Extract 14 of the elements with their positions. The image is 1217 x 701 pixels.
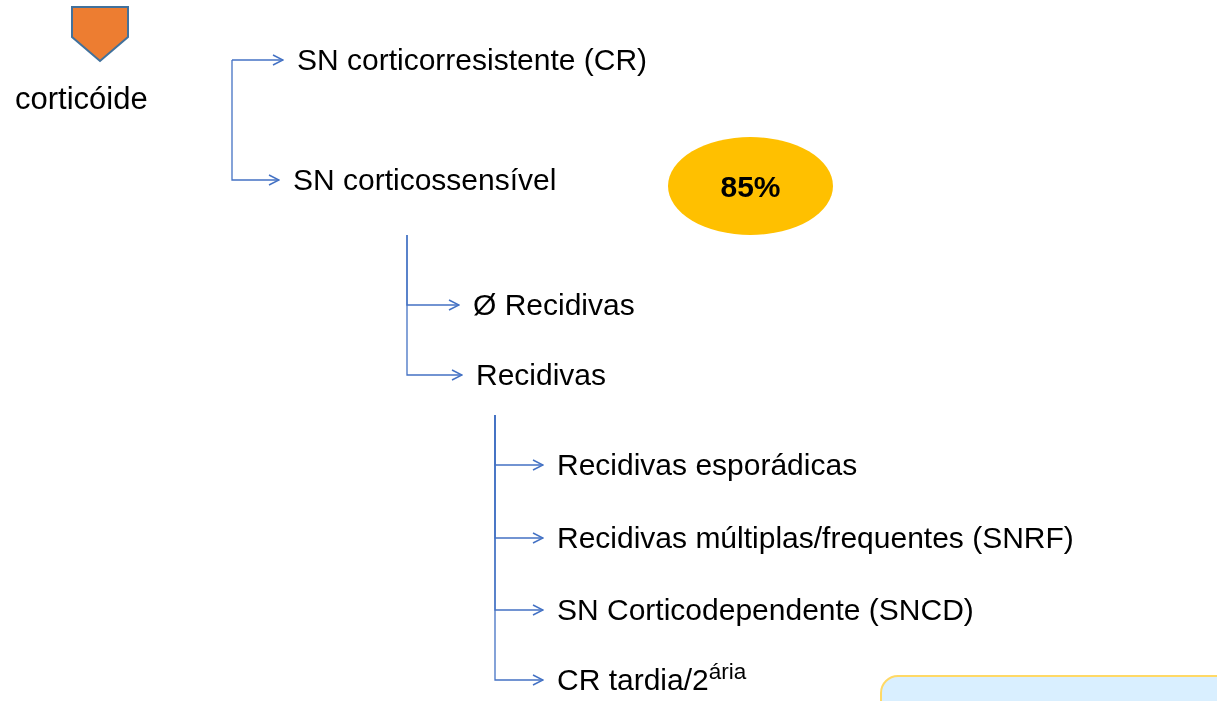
branch-text: Recidivas múltiplas/frequentes (SNRF) bbox=[557, 518, 1074, 558]
branch-text: Recidivas esporádicas bbox=[557, 445, 858, 485]
branch-text: Ø Recidivas bbox=[473, 285, 635, 325]
percentage-ellipse: 85% bbox=[668, 137, 833, 235]
branch-text: Recidivas bbox=[476, 355, 607, 395]
branch-arrow bbox=[231, 59, 280, 186]
branch-text: SN corticorresistente (CR) bbox=[297, 40, 648, 80]
branch-text: CR tardia/2$^{ária}$ bbox=[557, 660, 747, 700]
branch-arrow bbox=[494, 414, 544, 686]
branch-arrow bbox=[231, 54, 284, 66]
caption-label: corticóide bbox=[15, 80, 148, 118]
branch-text: SN corticossensível bbox=[293, 160, 557, 200]
branch-arrow bbox=[406, 234, 463, 381]
branch-text: SN Corticodependente (SNCD) bbox=[557, 590, 974, 630]
